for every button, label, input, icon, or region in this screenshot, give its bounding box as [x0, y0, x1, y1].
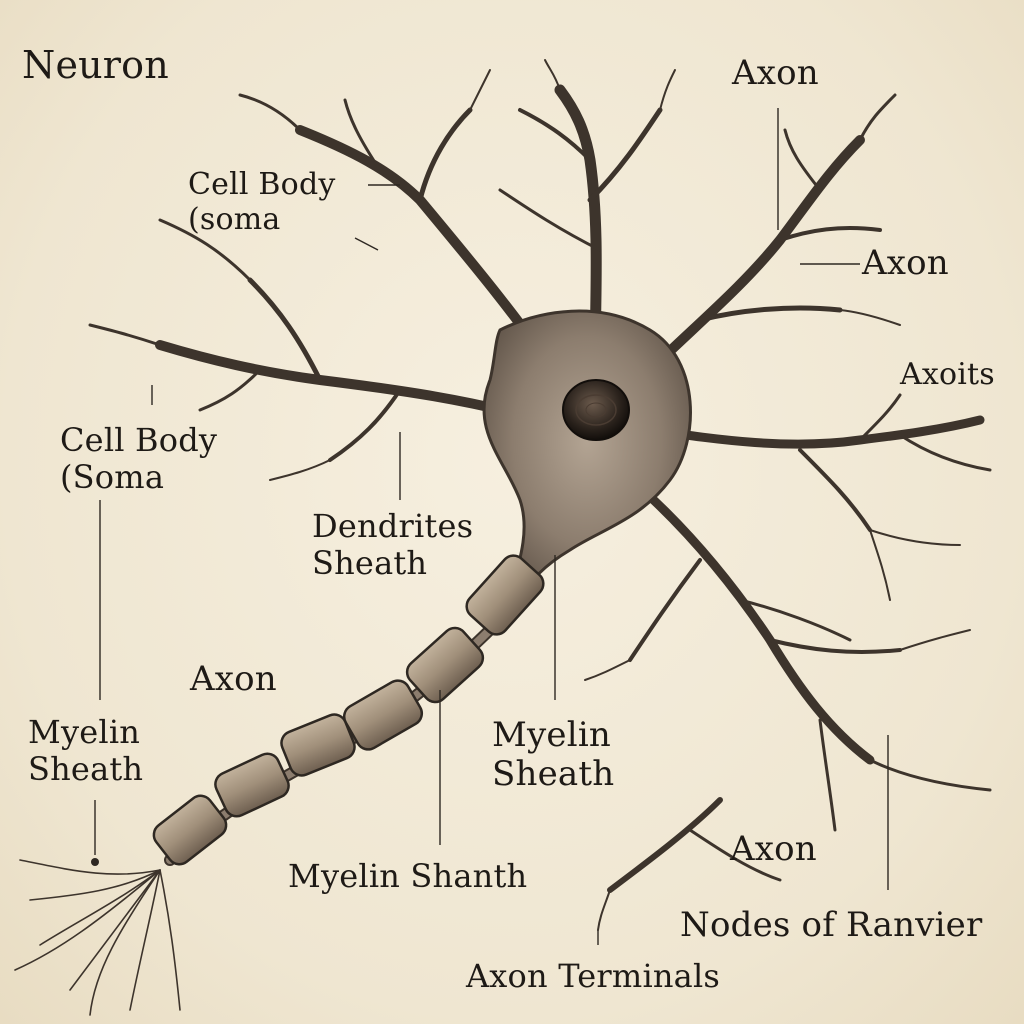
label-myelin-shanth: Myelin Shanth — [288, 857, 528, 895]
myelin-segment — [342, 679, 424, 751]
myelin-segments — [152, 554, 545, 866]
label-axoits: Axoits — [900, 357, 995, 392]
diagram-title: Neuron — [22, 43, 169, 87]
myelin-segment — [214, 752, 290, 818]
label-dendrites-sheath: Dendrites Sheath — [312, 507, 474, 582]
soma — [482, 309, 692, 603]
label-axon-mid: Axon — [190, 659, 277, 699]
myelin-segment — [152, 794, 228, 866]
label-myelin-left: Myelin Sheath — [28, 713, 144, 788]
label-cell-body-upper: Cell Body (soma — [188, 167, 336, 237]
nucleus — [562, 379, 630, 441]
leader-lines — [91, 108, 889, 945]
myelin-segment — [280, 713, 356, 777]
label-cell-body-left: Cell Body (Soma — [60, 421, 218, 496]
axon-terminal-fibers — [14, 859, 181, 1016]
label-myelin-center: Myelin Sheath — [492, 715, 615, 795]
label-axon-top: Axon — [732, 53, 819, 93]
myelin-segment — [465, 554, 545, 636]
label-nodes-of-ranvier: Nodes of Ranvier — [680, 905, 983, 945]
myelin-segment — [405, 626, 485, 704]
label-axon-right: Axon — [862, 243, 949, 283]
label-axon-terminals: Axon Terminals — [466, 957, 721, 995]
label-axon-lower-right: Axon — [730, 829, 817, 869]
